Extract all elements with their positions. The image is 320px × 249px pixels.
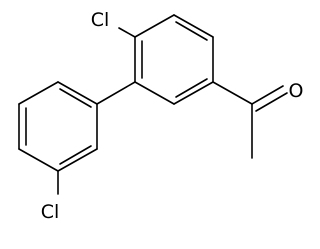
bond-ringB-2 xyxy=(18,81,59,105)
bond-ringA-2-inner xyxy=(175,21,208,41)
bond-c-o-2 xyxy=(255,92,288,112)
atom-label-cl-top: Cl xyxy=(91,9,110,31)
bond-ringA-4-inner xyxy=(175,78,208,98)
atom-label-cl-bottom: Cl xyxy=(41,201,60,223)
bond-ringB-1-inner xyxy=(59,88,92,108)
bond-ringB-4 xyxy=(18,148,59,172)
atom-label-oxygen: O xyxy=(289,80,304,102)
atom-label-layer: Cl Cl O xyxy=(41,9,304,223)
bond-layer xyxy=(18,14,288,195)
bond-ringB-1 xyxy=(57,81,98,105)
bond-ringA-4 xyxy=(173,81,214,105)
bond-ringA-1 xyxy=(134,14,175,38)
bond-ringB-5-inner xyxy=(59,145,92,165)
bond-c-cl-top xyxy=(118,27,136,38)
bond-ringA-2 xyxy=(173,14,214,38)
bond-ringA-5 xyxy=(134,81,175,105)
bond-ringB-5 xyxy=(57,148,98,172)
bond-c-o-1 xyxy=(251,85,284,105)
bond-ring-to-carbonyl xyxy=(212,81,253,105)
bond-biaryl xyxy=(96,81,136,105)
